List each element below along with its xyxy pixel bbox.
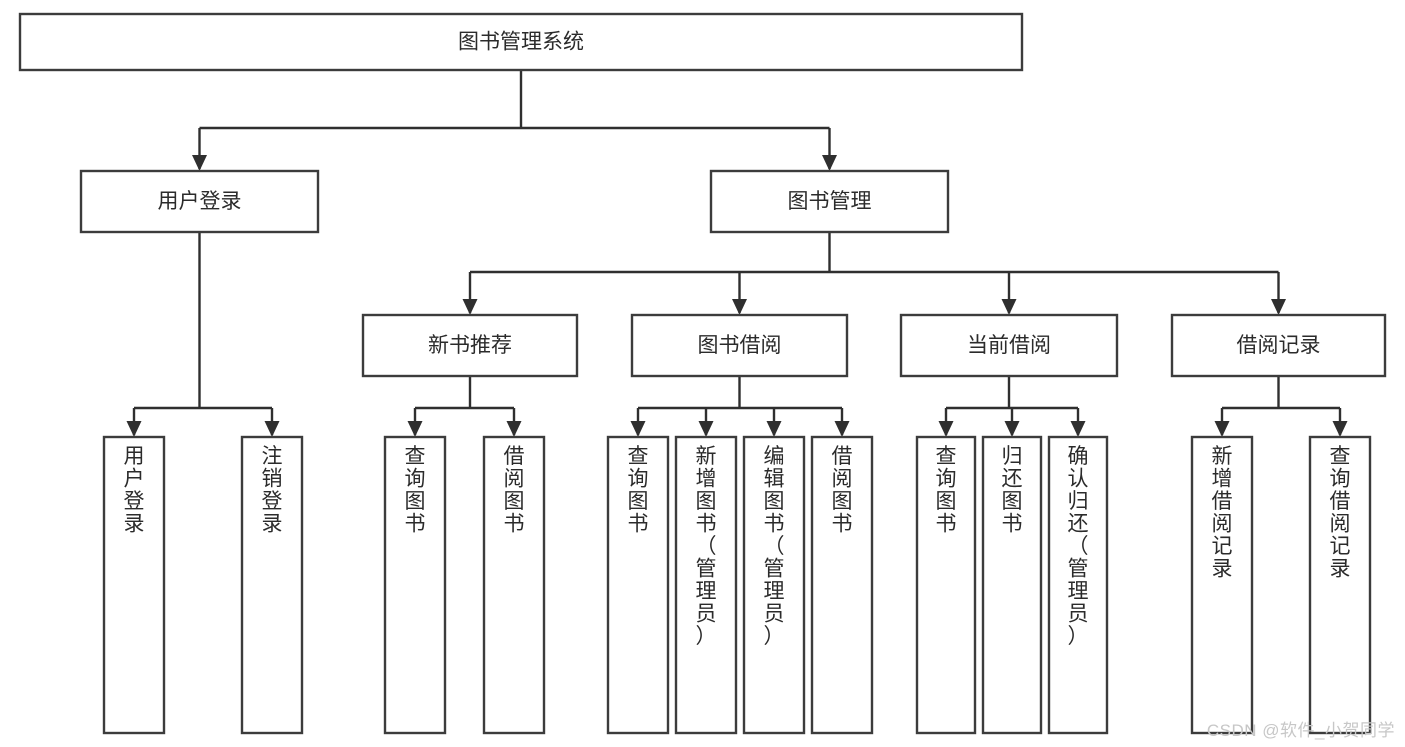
node-label-current-borrow: 当前借阅 — [967, 334, 1051, 357]
node-box-leaf-borrow-book[interactable] — [810, 435, 874, 735]
node-label-leaf-borrow-books-recommend: 借阅图书 — [504, 445, 525, 536]
arrow-head-leaf-logout — [264, 421, 280, 437]
node-box-leaf-edit-book-admin[interactable] — [742, 435, 806, 735]
node-box-leaf-query-books-recommend[interactable] — [383, 435, 447, 735]
node-leaf-query-books-borrow[interactable]: 查询图书 — [606, 435, 670, 735]
node-leaf-query-books-recommend[interactable]: 查询图书 — [383, 435, 447, 735]
node-user-login[interactable]: 用户登录 — [79, 169, 320, 234]
node-label-leaf-return-book: 归还图书 — [1002, 445, 1023, 536]
node-box-leaf-query-books-borrow[interactable] — [606, 435, 670, 735]
arrow-head-book-borrow — [732, 299, 747, 315]
arrow-head-borrow-records — [1271, 299, 1286, 315]
node-book-borrow[interactable]: 图书借阅 — [630, 313, 849, 378]
node-leaf-return-book[interactable]: 归还图书 — [981, 435, 1043, 735]
node-label-leaf-add-borrow-record: 新增借阅记录 — [1212, 445, 1233, 581]
node-label-book-management: 图书管理 — [788, 190, 872, 213]
node-label-leaf-query-books-current: 查询图书 — [936, 445, 957, 536]
arrow-head-leaf-query-borrow-record — [1332, 421, 1348, 437]
arrow-head-user-login — [192, 155, 207, 171]
node-box-book-borrow[interactable] — [630, 313, 849, 378]
node-leaf-borrow-books-recommend[interactable]: 借阅图书 — [482, 435, 546, 735]
arrow-head-leaf-edit-book-admin — [766, 421, 782, 437]
node-label-leaf-add-book-admin: 新增图书（管理员） — [696, 445, 717, 648]
arrow-head-leaf-confirm-return-admin — [1070, 421, 1086, 437]
arrow-head-leaf-user-login — [126, 421, 142, 437]
node-label-leaf-user-login: 用户登录 — [124, 445, 145, 536]
arrow-head-new-book-recommend — [462, 299, 478, 315]
connector-layer — [126, 70, 1348, 437]
node-label-root: 图书管理系统 — [458, 31, 584, 54]
node-label-leaf-edit-book-admin: 编辑图书（管理员） — [764, 445, 785, 648]
arrow-head-leaf-borrow-books-recommend — [506, 421, 522, 437]
node-root[interactable]: 图书管理系统 — [18, 12, 1024, 72]
node-leaf-borrow-book[interactable]: 借阅图书 — [810, 435, 874, 735]
node-box-leaf-query-books-current[interactable] — [915, 435, 977, 735]
node-leaf-query-borrow-record[interactable]: 查询借阅记录 — [1308, 435, 1372, 735]
arrow-head-leaf-query-books-borrow — [630, 421, 646, 437]
node-box-leaf-user-login[interactable] — [102, 435, 166, 735]
node-layer: 图书管理系统用户登录图书管理新书推荐图书借阅当前借阅借阅记录用户登录注销登录查询… — [18, 12, 1387, 735]
arrow-head-leaf-add-borrow-record — [1214, 421, 1230, 437]
arrow-head-leaf-add-book-admin — [698, 421, 714, 437]
node-borrow-records[interactable]: 借阅记录 — [1170, 313, 1387, 378]
node-box-borrow-records[interactable] — [1170, 313, 1387, 378]
arrow-head-leaf-borrow-book — [834, 421, 850, 437]
node-box-leaf-add-borrow-record[interactable] — [1190, 435, 1254, 735]
node-leaf-edit-book-admin[interactable]: 编辑图书（管理员） — [742, 435, 806, 735]
node-label-user-login: 用户登录 — [158, 190, 242, 213]
arrow-head-leaf-return-book — [1004, 421, 1020, 437]
arrow-head-current-borrow — [1001, 299, 1017, 315]
node-label-leaf-logout: 注销登录 — [262, 445, 283, 536]
node-box-current-borrow[interactable] — [899, 313, 1119, 378]
node-label-book-borrow: 图书借阅 — [698, 334, 782, 357]
node-box-leaf-confirm-return-admin[interactable] — [1047, 435, 1109, 735]
node-box-user-login[interactable] — [79, 169, 320, 234]
node-box-leaf-add-book-admin[interactable] — [674, 435, 738, 735]
node-leaf-add-borrow-record[interactable]: 新增借阅记录 — [1190, 435, 1254, 735]
node-box-leaf-logout[interactable] — [240, 435, 304, 735]
node-box-book-management[interactable] — [709, 169, 950, 234]
node-label-leaf-query-books-recommend: 查询图书 — [405, 445, 426, 536]
node-box-new-book-recommend[interactable] — [361, 313, 579, 378]
node-label-leaf-query-borrow-record: 查询借阅记录 — [1330, 445, 1351, 581]
node-label-leaf-borrow-book: 借阅图书 — [832, 445, 853, 536]
arrow-head-leaf-query-books-recommend — [407, 421, 423, 437]
node-leaf-add-book-admin[interactable]: 新增图书（管理员） — [674, 435, 738, 735]
node-label-borrow-records: 借阅记录 — [1237, 334, 1321, 357]
node-current-borrow[interactable]: 当前借阅 — [899, 313, 1119, 378]
node-label-leaf-query-books-borrow: 查询图书 — [628, 445, 649, 536]
node-leaf-query-books-current[interactable]: 查询图书 — [915, 435, 977, 735]
node-box-leaf-query-borrow-record[interactable] — [1308, 435, 1372, 735]
node-box-leaf-return-book[interactable] — [981, 435, 1043, 735]
arrow-head-book-management — [822, 155, 837, 171]
csdn-watermark: CSDN @软件_小贺同学 — [1206, 721, 1395, 740]
node-book-management[interactable]: 图书管理 — [709, 169, 950, 234]
node-leaf-confirm-return-admin[interactable]: 确认归还（管理员） — [1047, 435, 1109, 735]
node-box-root[interactable] — [18, 12, 1024, 72]
node-leaf-logout[interactable]: 注销登录 — [240, 435, 304, 735]
node-label-new-book-recommend: 新书推荐 — [428, 334, 512, 357]
node-new-book-recommend[interactable]: 新书推荐 — [361, 313, 579, 378]
node-box-leaf-borrow-books-recommend[interactable] — [482, 435, 546, 735]
arrow-head-leaf-query-books-current — [938, 421, 954, 437]
node-leaf-user-login[interactable]: 用户登录 — [102, 435, 166, 735]
node-label-leaf-confirm-return-admin: 确认归还（管理员） — [1068, 445, 1089, 648]
